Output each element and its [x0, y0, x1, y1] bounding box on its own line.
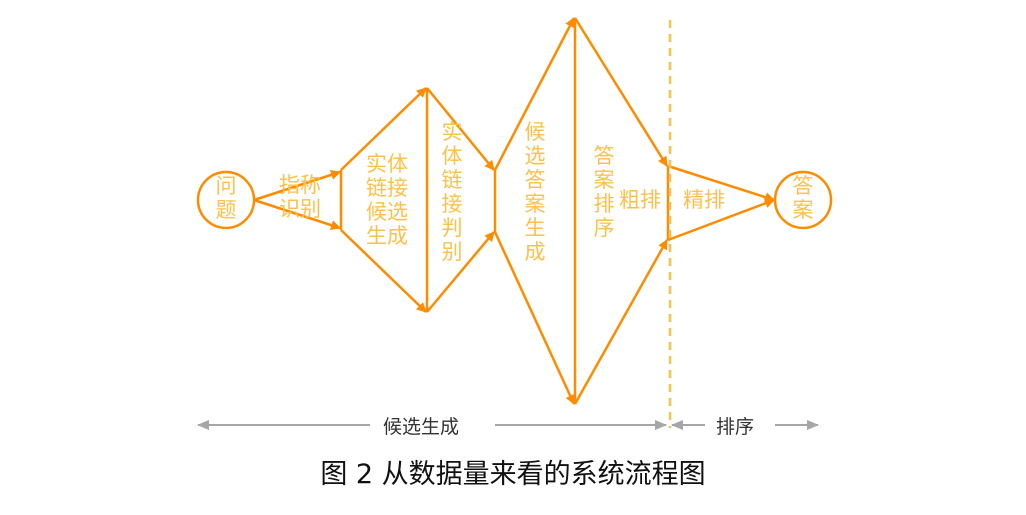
answer-label: 答案 [792, 174, 814, 222]
fine-rank-label: 精排 [683, 188, 725, 212]
entity-candidate-label: 实体链接候选生成 [366, 152, 408, 248]
coarse-rank-label: 粗排 [619, 188, 661, 212]
figure-caption: 图 2 从数据量来看的系统流程图 [320, 459, 706, 490]
generation-stage-label: 候选生成 [383, 416, 460, 438]
coref-label: 指称识别 [279, 173, 321, 221]
question-label: 问题 [215, 174, 237, 222]
answer-candidate-label: 候选答案生成 [524, 120, 546, 264]
entity-judge-label: 实体链接判别 [441, 120, 463, 264]
answer-circle [773, 170, 833, 230]
ranking-stage-label: 排序 [716, 416, 755, 438]
answer-rank-label: 答案排序 [593, 144, 615, 240]
